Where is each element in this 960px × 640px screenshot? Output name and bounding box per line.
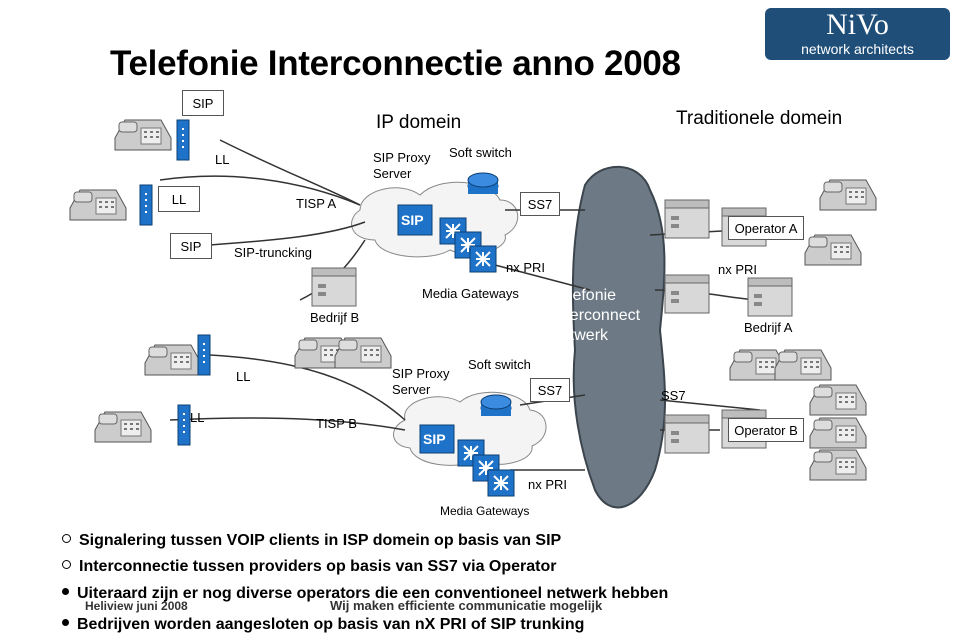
bullet-2: Interconnectie tussen providers op basis… xyxy=(62,558,557,576)
phone-icon xyxy=(144,344,202,376)
label-ss7-top: SS7 xyxy=(520,192,560,216)
bullet-4: Bedrijven worden aangesloten op basis va… xyxy=(62,616,584,634)
gateway-icon xyxy=(487,469,515,497)
switch-icon xyxy=(176,119,190,161)
dot-bullet-icon xyxy=(62,588,69,596)
cloud-label-line-1: Telefonie xyxy=(552,287,617,304)
telco-cloud-shape xyxy=(571,165,666,509)
switch-icon xyxy=(197,334,211,376)
cloud-label-line-3: netwerk xyxy=(552,327,609,344)
cloud-label-line-2: Interconnect xyxy=(552,307,641,324)
phone-icon xyxy=(819,179,877,211)
phone-icon xyxy=(69,189,127,221)
bullet-1: Signalering tussen VOIP clients in ISP d… xyxy=(62,532,561,550)
label-operator-b: Operator B xyxy=(728,418,804,442)
server-icon xyxy=(664,199,710,239)
link-tisp-a xyxy=(159,175,361,206)
cloud-label: Telefonie Interconnect netwerk xyxy=(552,286,640,346)
label-media-gateways-top: Media Gateways xyxy=(422,286,519,301)
link-sip-trunk xyxy=(209,221,366,246)
phone-icon xyxy=(809,384,867,416)
link-tisp-b xyxy=(169,417,406,431)
label-soft-switch-top: Soft switch xyxy=(449,145,512,160)
label-nx-pri-top: nx PRI xyxy=(506,260,546,275)
phone-icon xyxy=(94,411,152,443)
server-icon xyxy=(664,274,710,314)
label-ss7-right: SS7 xyxy=(661,388,686,403)
label-ll-3: LL xyxy=(236,369,251,384)
label-tisp-b: TISP B xyxy=(316,416,357,431)
label-bedrijf-b: Bedrijf B xyxy=(310,310,360,325)
nivo-logo: NiVo network architects xyxy=(765,8,950,60)
label-ll-2: LL xyxy=(158,186,200,212)
bullet-1-text: Signalering tussen VOIP clients in ISP d… xyxy=(79,532,562,549)
bullet-3: Uiteraard zijn er nog diverse operators … xyxy=(62,585,668,603)
server-icon xyxy=(747,277,793,317)
router-icon xyxy=(480,394,512,416)
label-ll-1: LL xyxy=(215,152,230,167)
label-ss7-mid: SS7 xyxy=(530,378,570,402)
ring-bullet-icon xyxy=(62,534,71,544)
label-sip-truncking: SIP-truncking xyxy=(234,245,313,260)
footer-left: Heliview juni 2008 xyxy=(85,599,188,613)
phone-icon xyxy=(804,234,862,266)
logo-brand: NiVo xyxy=(826,8,889,41)
gateway-icon xyxy=(469,245,497,273)
label-ip-domain: IP domein xyxy=(376,112,462,133)
phone-icon xyxy=(774,349,832,381)
label-ll-4: LL xyxy=(190,410,205,425)
label-soft-switch-bottom: Soft switch xyxy=(468,357,531,372)
label-sip-top: SIP xyxy=(182,90,224,116)
sip-badge-top: SIP xyxy=(401,212,424,228)
label-sip-left: SIP xyxy=(170,233,212,259)
phone-icon xyxy=(114,119,172,151)
label-operator-a: Operator A xyxy=(728,216,804,240)
footer-center: Wij maken efficiente communicatie mogeli… xyxy=(330,598,603,613)
link-sip-top xyxy=(219,139,361,206)
link-pri-top xyxy=(494,264,591,291)
phone-icon xyxy=(809,417,867,449)
link-ll-3 xyxy=(209,354,406,421)
sip-badge-bottom: SIP xyxy=(423,431,446,447)
label-sip-proxy-top: SIP Proxy Server xyxy=(373,150,431,181)
logo-subtitle: network architects xyxy=(801,41,914,57)
label-nx-pri-bottom: nx PRI xyxy=(528,477,568,492)
bullet-3-text: Uiteraard zijn er nog diverse operators … xyxy=(77,585,669,602)
router-icon xyxy=(467,172,499,194)
sip-proxy-bottom-icon xyxy=(419,424,455,454)
bullet-2-text: Interconnectie tussen providers op basis… xyxy=(79,558,557,575)
dot-bullet-icon xyxy=(62,619,69,627)
sip-proxy-top-icon xyxy=(397,204,433,236)
label-nx-pri-right: nx PRI xyxy=(718,262,758,277)
server-icon xyxy=(664,414,710,454)
label-sip-proxy-bottom: SIP Proxy Server xyxy=(392,366,450,397)
phone-icon xyxy=(334,337,392,369)
switch-icon xyxy=(177,404,191,446)
server-icon xyxy=(311,267,357,307)
label-traditional-domain: Traditionele domein xyxy=(676,108,843,129)
switch-icon xyxy=(139,184,153,226)
link-ss7-right xyxy=(659,399,761,411)
label-bedrijf-a: Bedrijf A xyxy=(744,320,793,335)
label-media-gateways-bottom: Media Gateways xyxy=(440,504,530,518)
label-tisp-a: TISP A xyxy=(296,196,337,211)
bullet-4-text: Bedrijven worden aangesloten op basis va… xyxy=(77,616,585,633)
phone-icon xyxy=(809,449,867,481)
ring-bullet-icon xyxy=(62,560,71,570)
page-title: Telefonie Interconnectie anno 2008 xyxy=(110,44,681,83)
